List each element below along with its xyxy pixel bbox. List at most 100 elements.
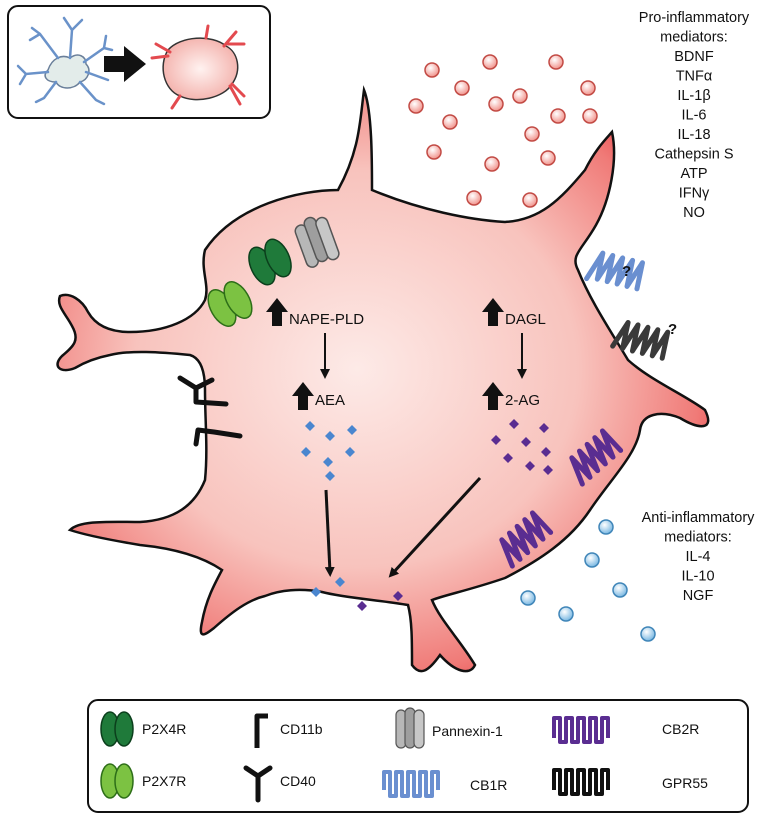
pro-inflammatory-particle: [482, 54, 498, 70]
pro-inflammatory-particle: [426, 144, 442, 160]
2-ag-molecule: [393, 591, 403, 601]
cb1r-swatch-icon: [382, 770, 440, 798]
legend-label: CB2R: [662, 721, 699, 737]
cd40-swatch-icon: [243, 765, 273, 803]
pro-inflammatory-item: IFNγ: [679, 186, 710, 202]
pro-inflammatory-item: ATP: [680, 166, 707, 182]
p2x4r-swatch-icon: [100, 711, 134, 747]
cell-body: [56, 85, 710, 673]
aea-molecule: [311, 587, 321, 597]
anti-inflammatory-particle: [584, 552, 600, 568]
aea-label: AEA: [315, 392, 345, 409]
aea-molecule: [345, 447, 355, 457]
2-ag-molecule: [541, 447, 551, 457]
2-ag-release-arrow: [388, 476, 482, 578]
legend: P2X4R P2X7R CD11b CD40 Pannexin-1: [87, 699, 749, 813]
upregulation-arrow-icon: [482, 298, 504, 326]
nape-pld-label: NAPE-PLD: [289, 311, 364, 328]
legend-label: GPR55: [662, 775, 708, 791]
legend-cb1r: CB1R: [382, 770, 507, 798]
pro-inflammatory-item: NO: [683, 205, 705, 221]
pro-inflammatory-particle: [442, 114, 458, 130]
pro-inflammatory-particle: [580, 80, 596, 96]
gpr55-swatch-icon: [552, 768, 610, 796]
2-ag-label: 2-AG: [505, 392, 540, 409]
pro-inflammatory-particle: [466, 190, 482, 206]
2-ag-molecule: [521, 437, 531, 447]
legend-cd11b: CD11b: [254, 713, 323, 748]
pro-inflammatory-particle: [548, 54, 564, 70]
pro-inflammatory-particle: [540, 150, 556, 166]
2-ag-molecule: [543, 465, 553, 475]
pannexin-1-swatch-icon: [395, 707, 425, 749]
legend-cd40: CD40: [243, 765, 316, 803]
pro-inflammatory-particle: [512, 88, 528, 104]
upregulation-arrow-icon: [482, 382, 504, 410]
2-ag-molecule: [539, 423, 549, 433]
cb1r-receptor-icon: [584, 250, 645, 292]
anti-inflammatory-particles: [520, 519, 656, 642]
aea-molecule: [305, 421, 315, 431]
cb1r-unknown-mark: ?: [622, 263, 631, 280]
anti-inflammatory-item: IL-10: [681, 569, 714, 585]
anti-inflammatory-heading: Anti-inflammatory: [642, 510, 756, 526]
legend-gpr55: GPR55: [552, 768, 708, 796]
pro-inflammatory-item: TNFα: [676, 69, 713, 85]
anti-inflammatory-item: IL-4: [686, 549, 711, 565]
anti-inflammatory-particle: [520, 590, 536, 606]
aea-molecule: [325, 471, 335, 481]
microglia-cell: [56, 85, 710, 673]
pro-inflammatory-particles: [408, 54, 598, 208]
cd40-receptor-icon: [177, 375, 229, 407]
anti-inflammatory-item: NGF: [683, 588, 714, 604]
anti-inflammatory-particle: [558, 606, 574, 622]
pro-inflammatory-item: IL-6: [682, 108, 707, 124]
dagl-label: DAGL: [505, 311, 546, 328]
cd11b-receptor-icon: [193, 427, 243, 447]
aea-molecule: [335, 577, 345, 587]
pro-inflammatory-particle: [524, 126, 540, 142]
activated-microglia-icon: [150, 24, 246, 110]
cd11b-swatch-icon: [254, 713, 268, 748]
pro-inflammatory-particle: [408, 98, 424, 114]
legend-label: CD11b: [280, 721, 323, 737]
aea-molecule: [301, 447, 311, 457]
legend-cb2r: CB2R: [552, 716, 699, 744]
p2x7r-swatch-icon: [100, 763, 134, 799]
pro-inflammatory-particle: [550, 108, 566, 124]
legend-label: P2X4R: [142, 721, 186, 737]
gpr55-receptor-icon: [610, 319, 671, 361]
anti-inflammatory-heading: mediators:: [664, 530, 732, 546]
anti-inflammatory-particle: [612, 582, 628, 598]
p2x4r-channel-icon: [248, 238, 292, 286]
aea-molecule: [323, 457, 333, 467]
activation-inset: [7, 5, 271, 119]
pro-inflammatory-particle: [454, 80, 470, 96]
gpr55-unknown-mark: ?: [668, 321, 677, 338]
anti-inflammatory-particle: [598, 519, 614, 535]
cb2r-receptor-icon: [569, 428, 624, 487]
anti-inflammatory-particle: [640, 626, 656, 642]
pro-inflammatory-item: BDNF: [674, 49, 714, 65]
legend-p2x4r: P2X4R: [100, 711, 186, 747]
upregulation-arrow-icon: [266, 298, 288, 326]
legend-p2x7r: P2X7R: [100, 763, 186, 799]
pro-inflammatory-particle: [424, 62, 440, 78]
legend-label: CB1R: [470, 777, 507, 793]
legend-label: P2X7R: [142, 773, 186, 789]
pro-inflammatory-item: IL-1β: [677, 88, 710, 104]
legend-pannexin-1: Pannexin-1: [395, 707, 503, 749]
pro-inflammatory-item: IL-18: [677, 127, 710, 143]
2-ag-pathway: DAGL 2-AG: [482, 298, 546, 410]
aea-molecules: [301, 421, 357, 597]
pro-inflammatory-particle: [522, 192, 538, 208]
2-ag-molecule: [509, 419, 519, 429]
2-ag-molecule: [503, 453, 513, 463]
aea-molecule: [347, 425, 357, 435]
anandamide-pathway: NAPE-PLD AEA: [266, 298, 364, 410]
2-ag-molecules: [357, 419, 553, 611]
resting-microglia-icon: [16, 16, 114, 106]
pannexin-1-channel-icon: [294, 216, 340, 268]
pro-inflammatory-particle: [582, 108, 598, 124]
pro-inflammatory-particle: [484, 156, 500, 172]
